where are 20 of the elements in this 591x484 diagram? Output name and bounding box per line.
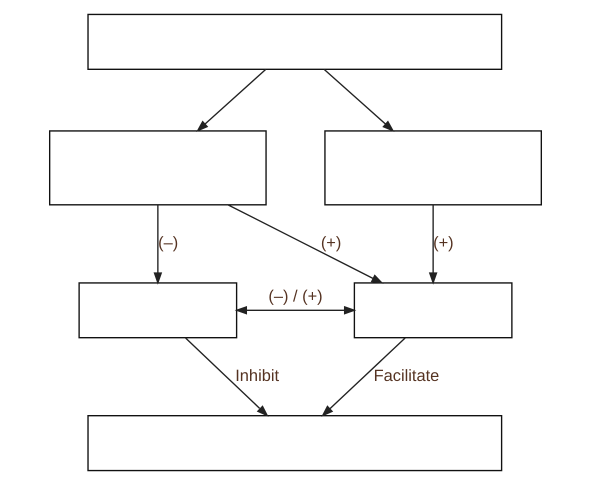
node-box — [87, 414, 502, 471]
node-box — [87, 13, 502, 70]
arrow — [321, 336, 406, 416]
arrow — [196, 68, 266, 132]
node-box — [48, 130, 267, 206]
arrow — [185, 336, 269, 416]
arrow — [324, 68, 394, 132]
node-box — [354, 282, 513, 338]
edge-label: (+) — [433, 234, 454, 252]
arrow — [234, 305, 356, 314]
edge-label: Facilitate — [374, 366, 440, 384]
edge-label: Inhibit — [235, 366, 280, 384]
arrow — [428, 204, 438, 284]
edge-label: (–) — [158, 234, 178, 252]
edge-label: (+) — [320, 234, 342, 252]
arrow — [154, 204, 162, 284]
edge-label: (–) / (+) — [268, 287, 323, 306]
node-box — [78, 282, 238, 338]
node-box — [324, 130, 542, 206]
arrow — [228, 204, 384, 284]
